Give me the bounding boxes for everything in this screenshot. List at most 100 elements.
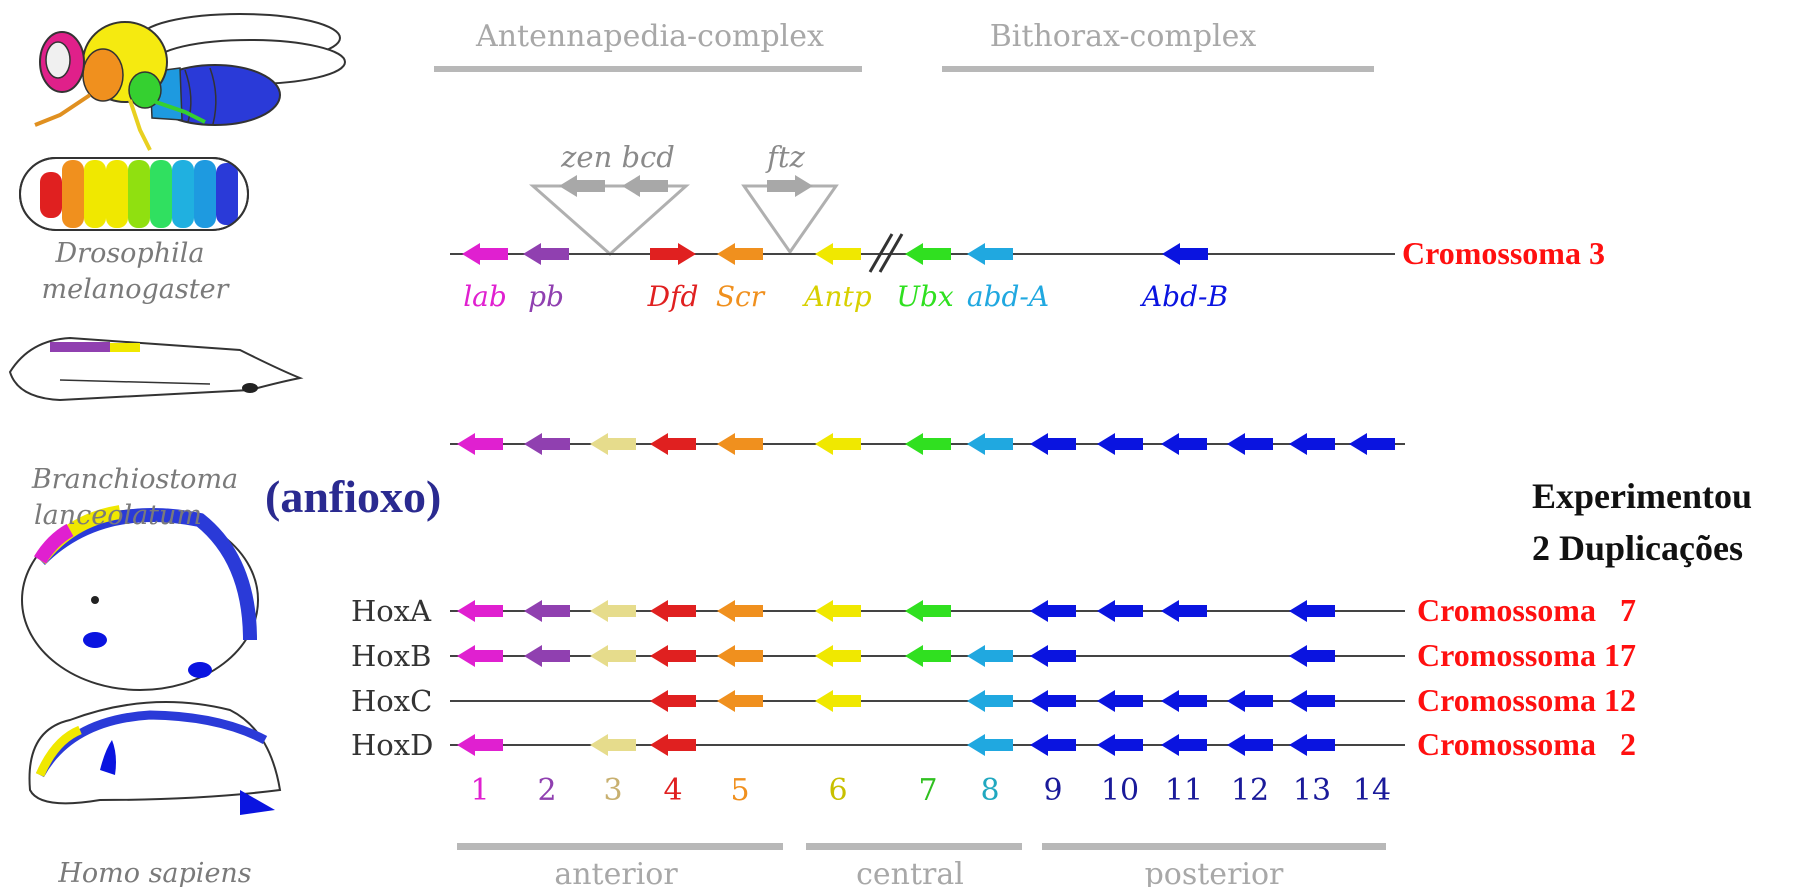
hoxc-5-arrow: [717, 690, 763, 712]
amphioxus-hox1-arrow: [457, 433, 503, 455]
zen-bcd-label: zen bcd: [560, 140, 675, 174]
drosophila-gene-labels: lab pb Dfd Scr Antp Ubx abd-A Abd-B: [463, 280, 1228, 313]
hoxb-9-arrow: [1030, 645, 1076, 667]
amphioxus-hox4-arrow: [650, 433, 696, 455]
amphioxus-hox12-arrow: [1227, 433, 1273, 455]
hoxa-1-arrow: [457, 600, 503, 622]
zen-bcd-insertion: zen bcd: [529, 140, 690, 257]
gene-arrow-dfd: [650, 243, 696, 265]
gene-arrow-ubx: [905, 243, 951, 265]
hoxd-3-arrow: [590, 734, 636, 756]
hoxb-13-arrow: [1289, 645, 1335, 667]
gene-arrow-pb: [523, 243, 569, 265]
gene-arrow-abd-b: [1162, 243, 1208, 265]
hoxd-10-arrow: [1097, 734, 1143, 756]
hoxc-4-arrow: [650, 690, 696, 712]
paralog-number-1: 1: [470, 773, 489, 808]
hoxb-5-arrow: [717, 645, 763, 667]
bithorax-complex-bar: [942, 66, 1374, 72]
paralog-number-5: 5: [730, 773, 749, 808]
hoxa-3-arrow: [590, 600, 636, 622]
paralog-number-11: 11: [1165, 773, 1203, 808]
ftz-label: ftz: [765, 140, 805, 174]
ftz-insertion: ftz: [741, 140, 839, 255]
gene-arrow-zen: [559, 175, 605, 197]
hoxc-11-arrow: [1161, 690, 1207, 712]
gene-arrow-ftz: [767, 175, 813, 197]
hoxb-chromosome-label: Cromossoma 17: [1417, 637, 1636, 673]
paralog-number-13: 13: [1293, 773, 1331, 808]
drosophila-larva-illustration: [19, 157, 249, 231]
hoxc-8-arrow: [967, 690, 1013, 712]
branchiostoma-species-label: lanceolatum: [34, 500, 202, 531]
hoxd-11-arrow: [1161, 734, 1207, 756]
gene-label-abd-b: Abd-B: [1139, 280, 1228, 313]
hoxd-4-arrow: [650, 734, 696, 756]
antennapedia-complex-label: Antennapedia-complex: [475, 19, 824, 54]
hoxa-11-arrow: [1161, 600, 1207, 622]
paralog-number-14: 14: [1353, 773, 1391, 808]
homo-sapiens-illustration: [28, 701, 282, 815]
hoxa-label: HoxA: [351, 594, 432, 628]
amphioxus-hox14-arrow: [1349, 433, 1395, 455]
hoxc-9-arrow: [1030, 690, 1076, 712]
hoxd-8-arrow: [967, 734, 1013, 756]
paralog-number-3: 3: [603, 773, 622, 808]
gene-label-abd-a: abd-A: [967, 280, 1049, 313]
amphioxus-hox5-arrow: [717, 433, 763, 455]
paralog-number-8: 8: [980, 773, 999, 808]
gene-label-dfd: Dfd: [647, 280, 699, 313]
homo-sapiens-label: Homo sapiens: [57, 858, 251, 887]
paralog-number-6: 6: [828, 773, 847, 808]
amphioxus-hox10-arrow: [1097, 433, 1143, 455]
gene-arrows: [457, 175, 1395, 756]
break-mark: [868, 233, 904, 273]
hoxd-13-arrow: [1289, 734, 1335, 756]
hoxc-10-arrow: [1097, 690, 1143, 712]
hoxd-1-arrow: [457, 734, 503, 756]
gene-arrow-bcd: [622, 175, 668, 197]
anterior-label: anterior: [554, 857, 678, 887]
hoxc-12-arrow: [1227, 690, 1273, 712]
hoxb-7-arrow: [905, 645, 951, 667]
gene-label-ubx: Ubx: [896, 280, 954, 313]
hoxd-12-arrow: [1227, 734, 1273, 756]
hoxa-chromosome-label: Cromossoma 7: [1417, 592, 1636, 628]
drosophila-adult-illustration: [34, 13, 346, 151]
hoxd-chromosome-label: Cromossoma 2: [1417, 726, 1636, 762]
side-note-line1: Experimentou: [1532, 476, 1752, 516]
branchiostoma-illustration: [8, 336, 304, 402]
paralog-number-7: 7: [918, 773, 937, 808]
amphioxus-hox11-arrow: [1161, 433, 1207, 455]
side-note-line2: 2 Duplicações: [1532, 528, 1743, 568]
gene-arrow-scr: [717, 243, 763, 265]
hoxb-1-arrow: [457, 645, 503, 667]
branchiostoma-genus-label: Branchiostoma: [31, 464, 238, 495]
drosophila-chromosome-label: Cromossoma 3: [1402, 235, 1605, 271]
posterior-label: posterior: [1145, 857, 1284, 887]
hoxb-3-arrow: [590, 645, 636, 667]
drosophila-genus-label: Drosophila: [55, 238, 205, 269]
central-bar: [806, 843, 1022, 850]
drosophila-species-label: melanogaster: [42, 274, 231, 305]
gene-label-antp: Antp: [801, 280, 872, 313]
bithorax-complex-label: Bithorax-complex: [990, 19, 1257, 54]
paralog-number-2: 2: [537, 773, 556, 808]
gene-arrow-abd-a: [967, 243, 1013, 265]
hoxa-9-arrow: [1030, 600, 1076, 622]
central-label: central: [856, 857, 964, 887]
hoxa-4-arrow: [650, 600, 696, 622]
paralog-number-9: 9: [1043, 773, 1062, 808]
amphioxus-hox13-arrow: [1289, 433, 1335, 455]
posterior-bar: [1042, 843, 1386, 850]
hoxc-chromosome-label: Cromossoma 12: [1417, 682, 1636, 718]
amphioxus-hox7-arrow: [905, 433, 951, 455]
hoxa-2-arrow: [524, 600, 570, 622]
amphioxus-hox8-arrow: [967, 433, 1013, 455]
embryo-illustration: [21, 505, 259, 691]
amphioxus-hox6-arrow: [815, 433, 861, 455]
hoxa-10-arrow: [1097, 600, 1143, 622]
hoxa-5-arrow: [717, 600, 763, 622]
